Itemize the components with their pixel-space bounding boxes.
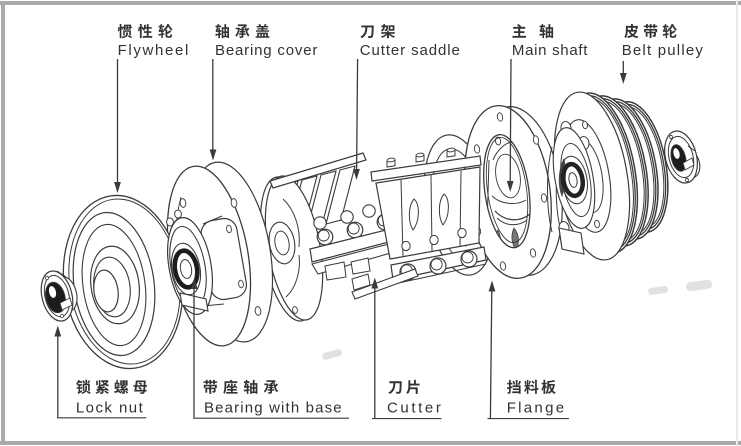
svg-text:Bearing with base: Bearing with base: [204, 400, 343, 417]
svg-text:Belt pulley: Belt pulley: [622, 42, 704, 59]
svg-text:Flange: Flange: [507, 400, 567, 417]
svg-text:Cutter: Cutter: [387, 400, 443, 417]
svg-text:Bearing cover: Bearing cover: [215, 42, 318, 59]
svg-text:Lock nut: Lock nut: [76, 400, 144, 417]
svg-text:Main shaft: Main shaft: [512, 42, 588, 59]
svg-text:Cutter saddle: Cutter saddle: [360, 42, 461, 59]
svg-text:Flywheel: Flywheel: [118, 42, 190, 59]
